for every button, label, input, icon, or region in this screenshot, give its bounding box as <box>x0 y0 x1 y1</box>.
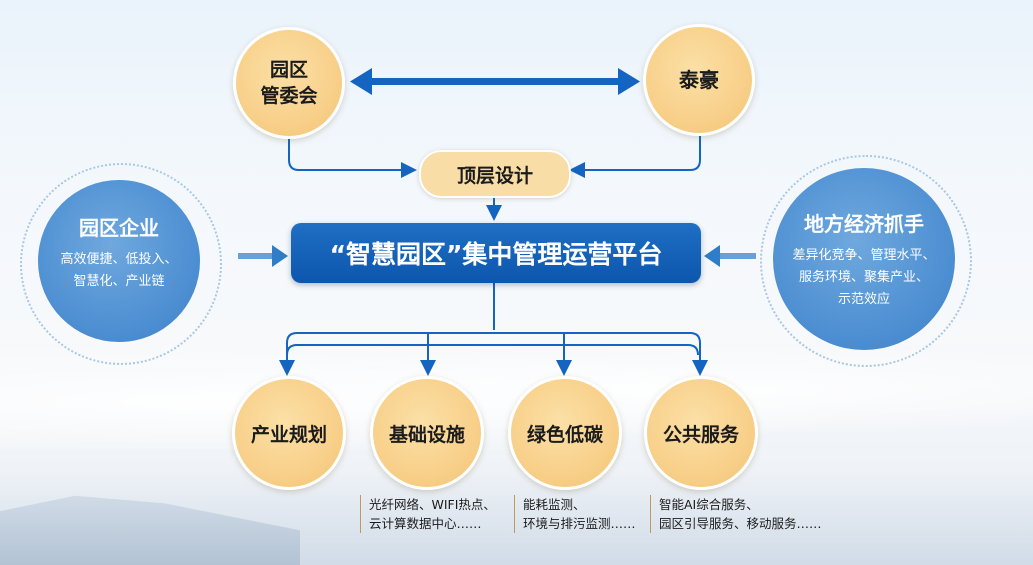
public-note-line2: 园区引导服务、移动服务…… <box>659 516 822 531</box>
public-note-line1: 智能AI综合服务、 <box>659 497 759 512</box>
taihao-label: 泰豪 <box>679 68 719 92</box>
infra-note-line1: 光纤网络、WIFI热点、 <box>369 497 496 512</box>
infrastructure-label: 基础设施 <box>388 423 465 446</box>
green-lowcarbon-label: 绿色低碳 <box>526 423 603 446</box>
top-design-pill: 顶层设计 <box>419 150 571 198</box>
park-committee-node: 园区 管委会 <box>233 27 345 139</box>
park-enterprise-line1: 高效便捷、低投入、 <box>60 252 178 267</box>
connector-right-to-design <box>569 135 701 178</box>
local-economy-title: 地方经济抓手 <box>804 212 924 236</box>
local-economy-circle: 地方经济抓手 差异化竞争、管理水平、 服务环境、聚集产业、 示范效应 <box>773 168 955 350</box>
double-arrow <box>350 68 640 95</box>
right-side-arrow <box>704 245 756 267</box>
local-economy-line3: 示范效应 <box>837 292 890 307</box>
right-dotted-ring <box>760 155 972 367</box>
top-design-label: 顶层设计 <box>456 164 533 187</box>
infra-note: 光纤网络、WIFI热点、 云计算数据中心…… <box>360 495 496 533</box>
green-note: 能耗监测、 环境与排污监测…… <box>514 495 636 533</box>
connector-left-to-design <box>288 135 417 178</box>
park-committee-line1: 园区 <box>269 59 308 81</box>
infra-note-line2: 云计算数据中心…… <box>369 516 482 531</box>
platform-box: “智慧园区”集中管理运营平台 <box>291 223 701 283</box>
left-dotted-ring <box>20 163 222 365</box>
public-service-label: 公共服务 <box>662 423 739 446</box>
connector-to-public <box>286 332 708 376</box>
park-enterprise-circle: 园区企业 高效便捷、低投入、 智慧化、产业链 <box>38 180 200 342</box>
local-economy-line1: 差异化竞争、管理水平、 <box>792 248 936 263</box>
public-note: 智能AI综合服务、 园区引导服务、移动服务…… <box>650 495 822 533</box>
infrastructure-node: 基础设施 <box>370 376 484 490</box>
industry-planning-node: 产业规划 <box>232 376 346 490</box>
connector-bottom-bus <box>286 344 699 370</box>
park-committee-line2: 管委会 <box>260 85 318 107</box>
green-note-line2: 环境与排污监测…… <box>523 516 636 531</box>
green-note-line1: 能耗监测、 <box>523 497 586 512</box>
taihao-node: 泰豪 <box>643 24 755 136</box>
local-economy-line2: 服务环境、聚集产业、 <box>798 270 929 285</box>
green-lowcarbon-node: 绿色低碳 <box>508 376 622 490</box>
park-enterprise-line2: 智慧化、产业链 <box>73 274 165 289</box>
industry-planning-label: 产业规划 <box>250 423 327 446</box>
public-service-node: 公共服务 <box>644 376 758 490</box>
platform-label: “智慧园区”集中管理运营平台 <box>329 240 663 269</box>
left-side-arrow <box>238 245 288 267</box>
park-enterprise-title: 园区企业 <box>79 216 159 240</box>
